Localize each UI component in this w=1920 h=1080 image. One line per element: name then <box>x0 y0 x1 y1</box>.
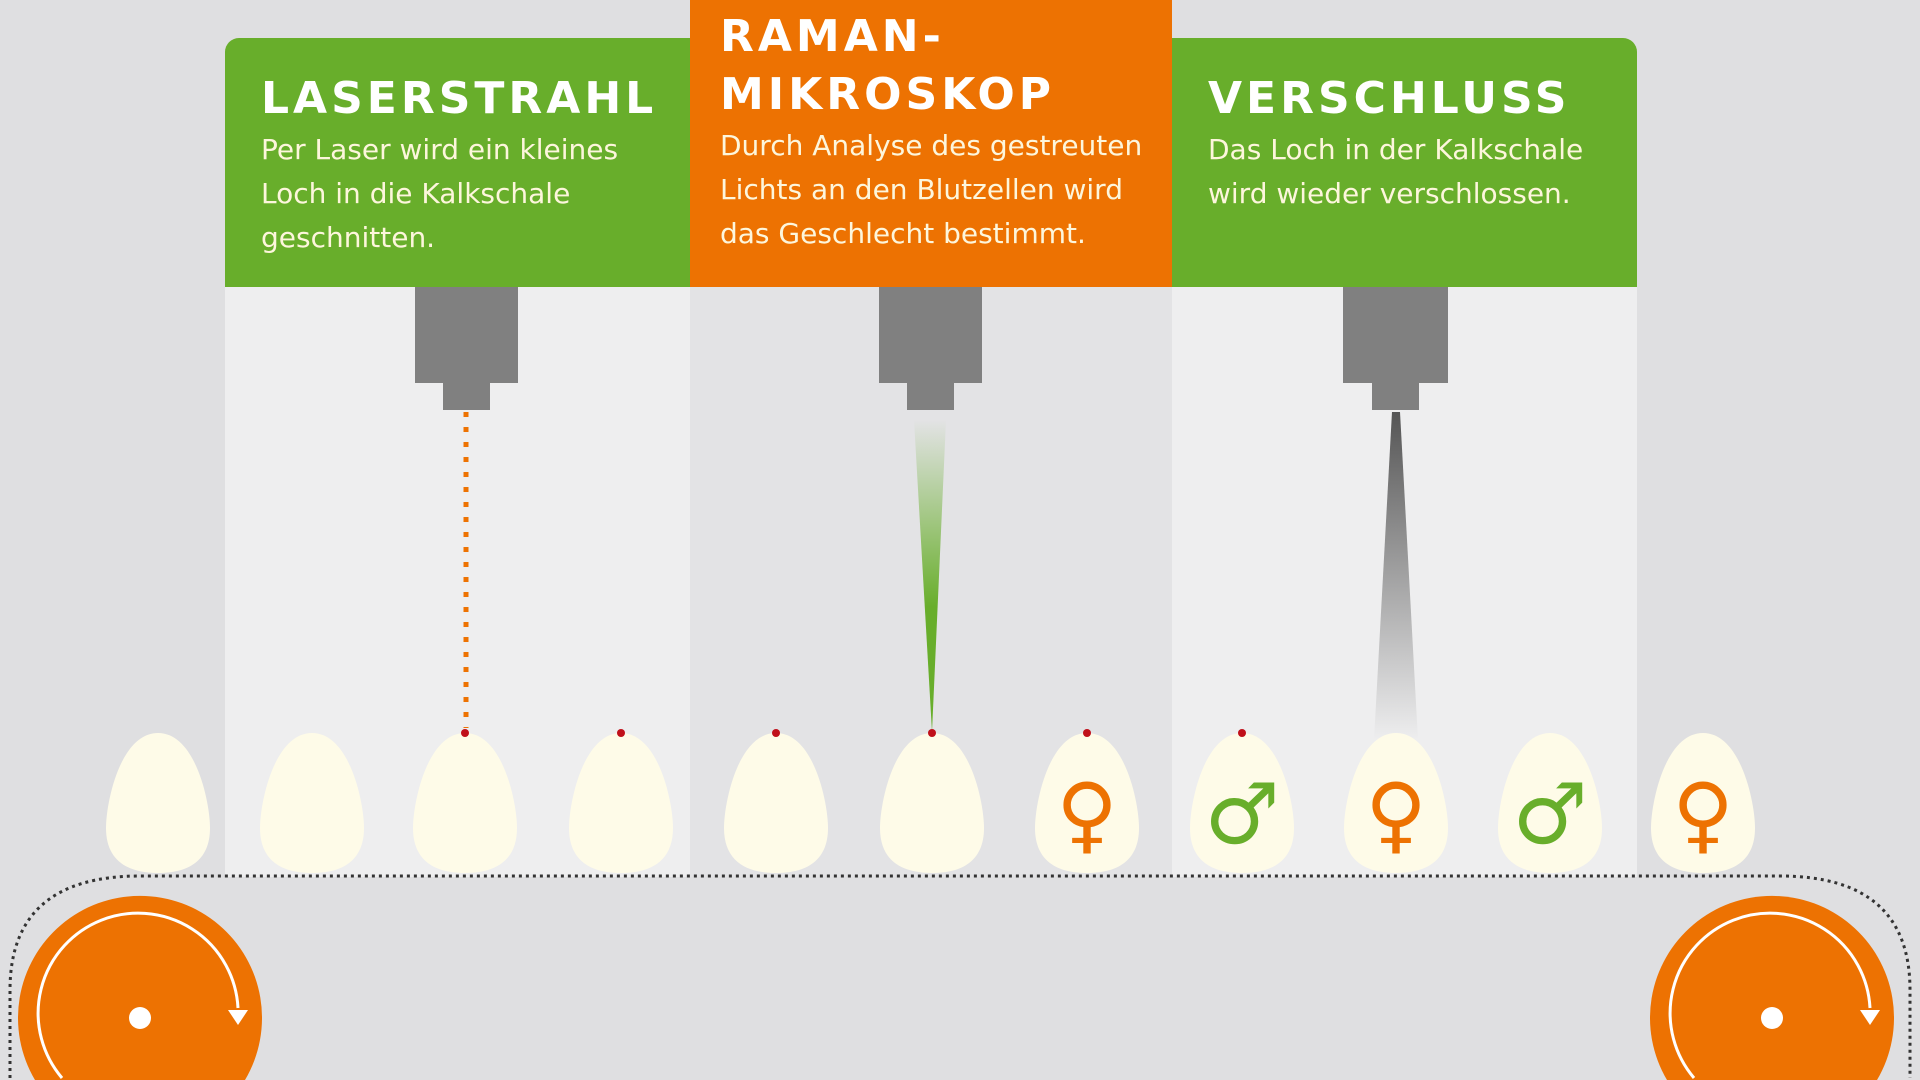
seal-beam <box>1374 412 1418 740</box>
conveyor-belt <box>8 874 1912 1078</box>
egg <box>724 729 828 873</box>
egg-hole <box>617 729 625 737</box>
egg-hole <box>461 729 469 737</box>
raman-light-beam <box>914 420 946 732</box>
laser-head <box>415 287 518 410</box>
station-description: Das Loch in der Kalkschale wird wieder v… <box>1208 133 1584 210</box>
egg: ♂ <box>1498 733 1602 873</box>
right-wheel <box>1649 895 1894 1080</box>
station-description: Durch Analyse des gestreuten Lichts an d… <box>720 129 1143 250</box>
egg: ♀ <box>1651 733 1755 873</box>
raman-head <box>879 287 982 410</box>
left-wheel <box>17 895 263 1080</box>
egg-hole <box>772 729 780 737</box>
station-title: RAMAN- MIKROSKOP <box>720 11 1055 120</box>
male-symbol-icon: ♂ <box>1512 765 1587 863</box>
station-title: LASERSTRAHL <box>261 73 658 124</box>
seal-head <box>1343 287 1448 410</box>
egg <box>569 729 673 873</box>
egg-hole <box>1083 729 1091 737</box>
female-symbol-icon: ♀ <box>1056 765 1118 863</box>
egg-hole <box>928 729 936 737</box>
egg <box>260 733 364 873</box>
egg-hole <box>1238 729 1246 737</box>
station-laser-header: LASERSTRAHL Per Laser wird ein kleines L… <box>225 38 690 287</box>
egg: ♂ <box>1190 729 1294 873</box>
egg <box>106 733 210 873</box>
female-symbol-icon: ♀ <box>1672 765 1734 863</box>
station-description: Per Laser wird ein kleines Loch in die K… <box>261 133 619 254</box>
egg <box>413 729 517 873</box>
male-symbol-icon: ♂ <box>1204 765 1279 863</box>
egg <box>880 729 984 873</box>
station-raman-header: RAMAN- MIKROSKOP Durch Analyse des gestr… <box>690 0 1172 287</box>
egg: ♀ <box>1344 733 1448 873</box>
station-title: VERSCHLUSS <box>1208 73 1571 124</box>
station-seal-header: VERSCHLUSS Das Loch in der Kalkschale wi… <box>1172 38 1637 287</box>
egg: ♀ <box>1035 729 1139 873</box>
female-symbol-icon: ♀ <box>1365 765 1427 863</box>
